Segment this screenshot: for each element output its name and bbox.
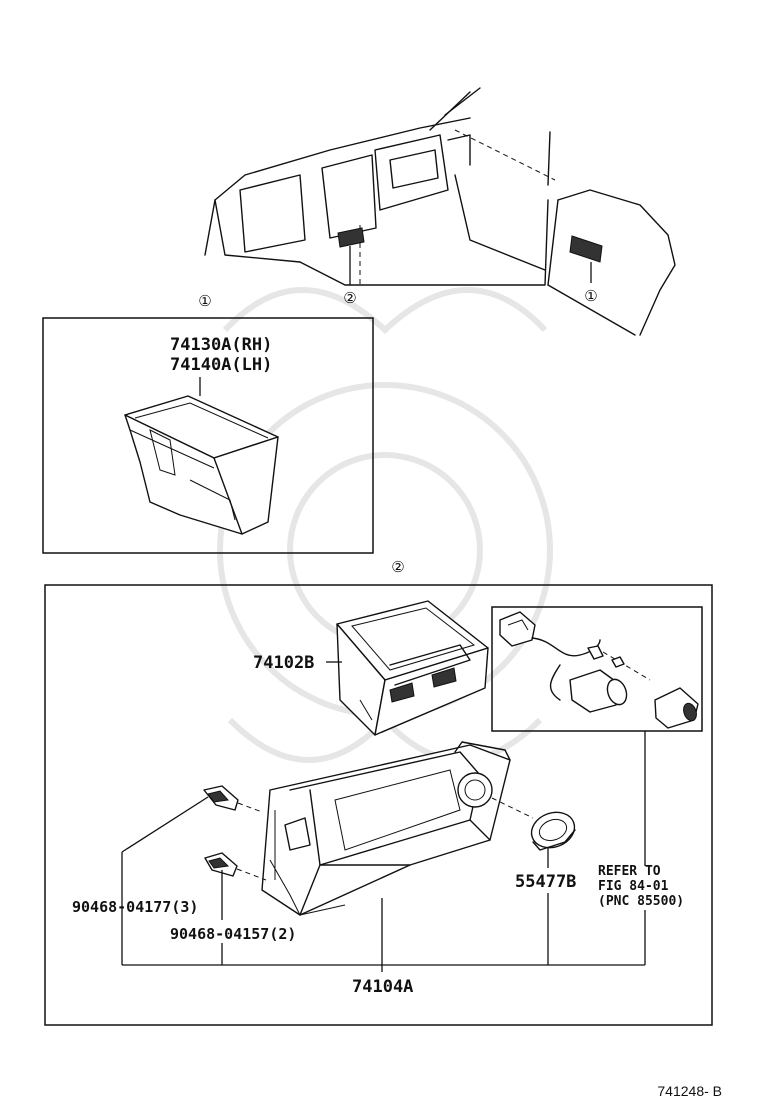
part-label-74102b: 74102B xyxy=(253,653,314,673)
part-label-90468-04177: 90468-04177(3) xyxy=(72,898,198,916)
console-box-drawing xyxy=(261,741,511,916)
reference-line-2: FIG 84-01 xyxy=(598,879,669,894)
callout-1-heading: ① xyxy=(198,292,211,310)
ring-drawing xyxy=(530,811,576,851)
callout-2-heading: ② xyxy=(391,558,404,576)
part-label-74140a-lh: 74140A(LH) xyxy=(170,355,272,375)
dashboard-overview: ② ① xyxy=(204,87,676,336)
reference-line-1: REFER TO xyxy=(598,864,661,879)
detail-box-1 xyxy=(42,317,374,554)
callout-2-dashboard: ② xyxy=(343,289,356,307)
detail-box-2 xyxy=(44,584,713,1026)
part-label-74130a-rh: 74130A(RH) xyxy=(170,335,272,355)
clip-3-drawing xyxy=(203,785,239,811)
clip-2-drawing xyxy=(204,852,238,877)
callout-1-door: ① xyxy=(584,287,597,305)
part-label-74104a: 74104A xyxy=(352,977,413,997)
part-label-55477b: 55477B xyxy=(515,872,576,892)
part-label-90468-04157: 90468-04157(2) xyxy=(170,925,296,943)
lighter-assembly-drawing xyxy=(499,611,699,729)
reference-line-3: (PNC 85500) xyxy=(598,894,684,909)
leader-lines xyxy=(121,731,646,972)
console-upper-panel-drawing xyxy=(336,600,489,736)
door-pocket-drawing xyxy=(124,395,279,535)
figure-id: 741248- B xyxy=(657,1083,722,1099)
lighter-subbox xyxy=(491,606,703,732)
